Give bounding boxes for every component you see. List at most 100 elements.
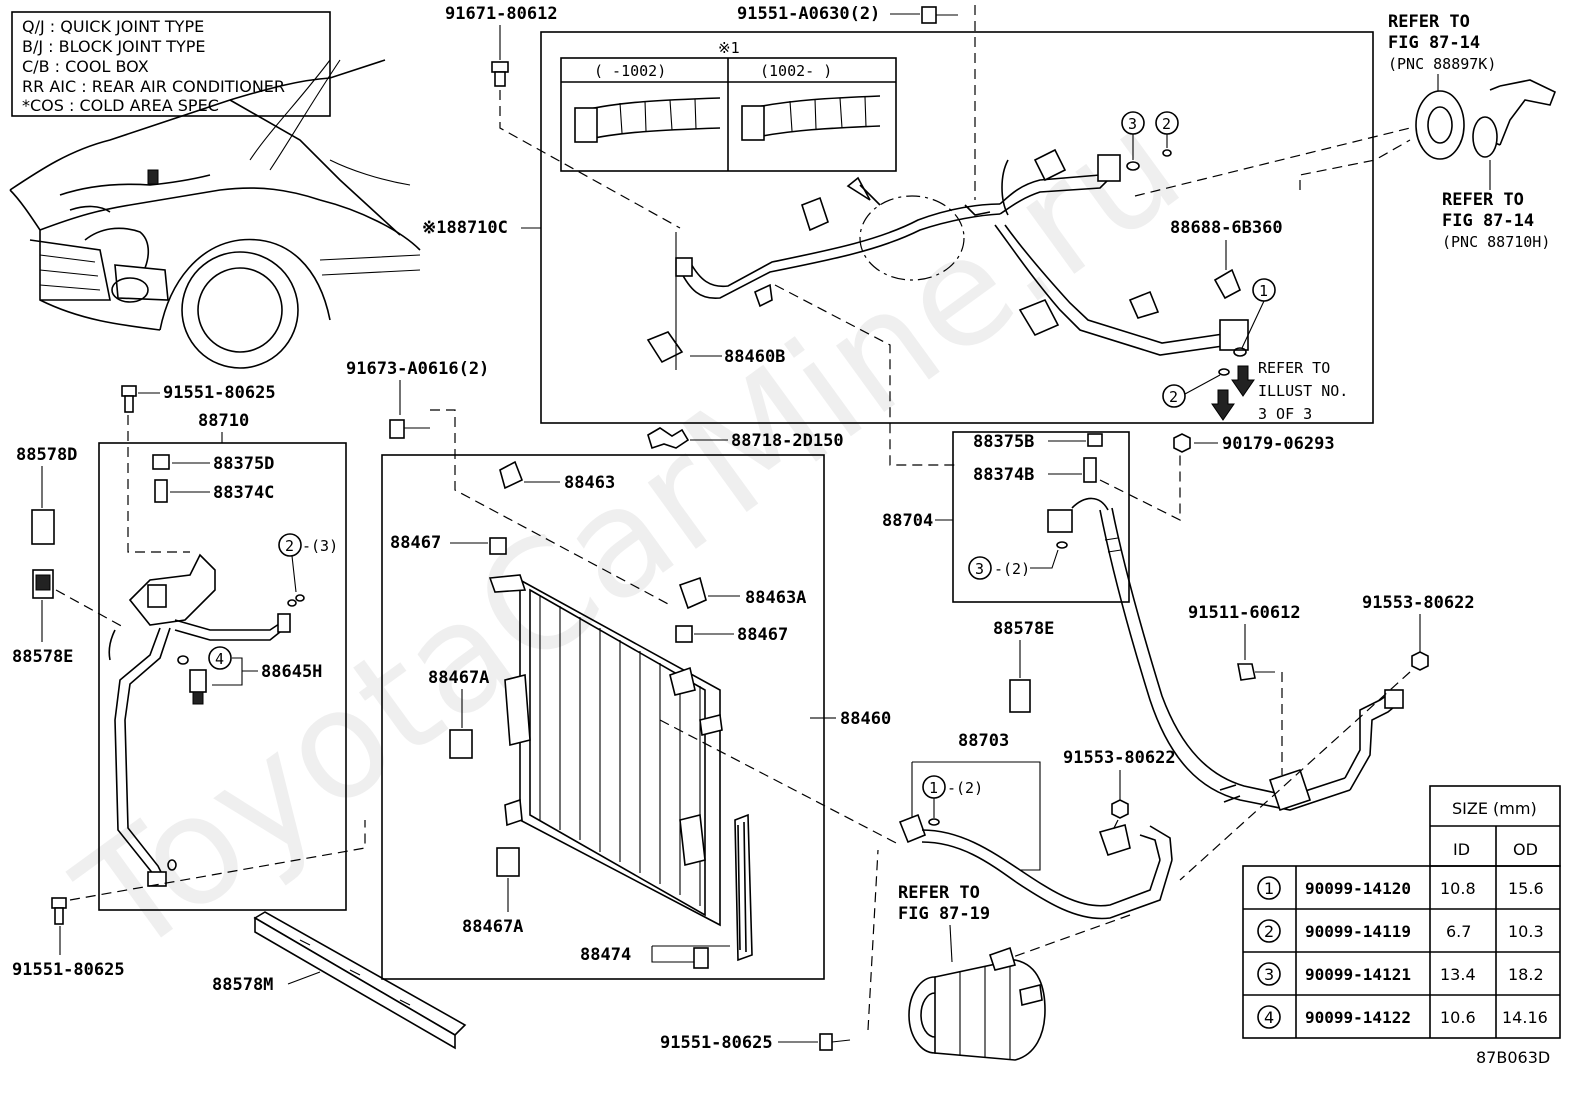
refer-1-pnc: (PNC 88897K) bbox=[1388, 55, 1496, 73]
abbreviation-legend: Q/J : QUICK JOINT TYPE B/J : BLOCK JOINT… bbox=[11, 11, 331, 117]
part-91673-A0616: 91673-A0616(2) bbox=[346, 359, 489, 379]
refer-1-title: REFER TO bbox=[1388, 12, 1470, 32]
refer-2-fig: FIG 87-14 bbox=[1442, 211, 1534, 231]
table-row-part: 90099-14119 bbox=[1305, 922, 1411, 941]
nut-90179-06293: 90179-06293 bbox=[1173, 433, 1335, 454]
clips-left: 88578D 88578E 91551-80625 bbox=[12, 445, 366, 980]
vehicle-sketch bbox=[9, 59, 421, 369]
bolt-91551-80625-bottom: 91551-80625 bbox=[660, 849, 879, 1053]
suction-tube-group-box: 91551-80625 88710 88375D 88374C 2 -(3) bbox=[98, 383, 347, 911]
part-88578D: 88578D bbox=[16, 445, 77, 465]
part-88460: 88460 bbox=[840, 709, 891, 729]
refer-4-title: REFER TO bbox=[898, 883, 980, 903]
table-row-od: 14.16 bbox=[1502, 1008, 1548, 1027]
callout-4: 4 bbox=[215, 650, 224, 668]
part-88374B: 88374B bbox=[973, 465, 1034, 485]
table-row-od: 15.6 bbox=[1508, 879, 1544, 898]
discharge-hose-88704-box: 88375B 88374B 88704 3 -(2) bbox=[774, 284, 1181, 603]
table-row: 2 90099-14119 6.7 10.3 bbox=[1257, 919, 1544, 943]
refer-illust-line-3: 3 OF 3 bbox=[1258, 405, 1312, 423]
part-88578E-left: 88578E bbox=[12, 647, 73, 667]
callout-2-qty: -(3) bbox=[302, 537, 338, 555]
legend-line-4: RR AIC : REAR AIR CONDITIONER bbox=[22, 77, 285, 96]
condenser-group-box: 91673-A0616(2) 88718-2D150 88463 88467 8… bbox=[346, 359, 901, 980]
callout-2-top: 2 bbox=[1162, 115, 1171, 133]
part-88704: 88704 bbox=[882, 511, 933, 531]
bolt-91511-60612: 91511-60612 bbox=[1188, 603, 1301, 775]
part-88460B: 88460B bbox=[724, 347, 785, 367]
part-91551-80625-top: 91551-80625 bbox=[163, 383, 276, 403]
clip-88578E-right: 88578E bbox=[993, 619, 1054, 713]
refer-fig-87-14-top: REFER TO FIG 87-14 (PNC 88897K) REFER TO… bbox=[1134, 12, 1557, 251]
part-90179-06293: 90179-06293 bbox=[1222, 434, 1335, 454]
table-row-id: 6.7 bbox=[1446, 922, 1471, 941]
legend-line-5: *COS : COLD AREA SPEC bbox=[22, 96, 219, 115]
table-row: 4 90099-14122 10.6 14.16 bbox=[1257, 1005, 1548, 1029]
part-91551-80625-bottom-left: 91551-80625 bbox=[12, 960, 125, 980]
table-col-od: OD bbox=[1513, 840, 1538, 859]
bolt-91671-80612: 91671-80612 bbox=[445, 4, 681, 229]
table-row-id: 10.8 bbox=[1440, 879, 1476, 898]
callout-3-top: 3 bbox=[1128, 115, 1137, 133]
hose-88703-group: 88703 1 -(2) 91553-80622 bbox=[898, 731, 1176, 959]
refer-2-title: REFER TO bbox=[1442, 190, 1524, 210]
variant-right-label: (1002- ) bbox=[760, 62, 832, 80]
refer-4-fig: FIG 87-19 bbox=[898, 904, 990, 924]
part-88688-6B360: 88688-6B360 bbox=[1170, 218, 1283, 238]
refer-illust-line-1: REFER TO bbox=[1258, 359, 1330, 377]
table-row-no: 3 bbox=[1264, 965, 1274, 984]
part-91671-80612: 91671-80612 bbox=[445, 4, 558, 24]
legend-line-2: B/J : BLOCK JOINT TYPE bbox=[22, 37, 205, 56]
table-row-id: 10.6 bbox=[1440, 1008, 1476, 1027]
table-col-id: ID bbox=[1453, 840, 1470, 859]
part-91553-80622-mid: 91553-80622 bbox=[1063, 748, 1176, 768]
table-row: 3 90099-14121 13.4 18.2 bbox=[1257, 962, 1544, 986]
table-row-part: 90099-14121 bbox=[1305, 965, 1411, 984]
callout-2-lower: 2 bbox=[1169, 388, 1178, 406]
part-88467-right: 88467 bbox=[737, 625, 788, 645]
discharge-hose-group-box: ※1 ( -1002) (1002- ) bbox=[422, 31, 1374, 424]
o-ring-size-table: SIZE (mm) ID OD 1 90099-14120 10.8 15.6 … bbox=[1242, 785, 1561, 1067]
part-88718-2D150: 88718-2D150 bbox=[731, 431, 844, 451]
callout-1-qty: -(2) bbox=[947, 779, 983, 797]
nut-91553-80622-right: 91553-80622 bbox=[1179, 593, 1475, 881]
part-88645H: 88645H bbox=[261, 662, 322, 682]
part-91511-60612: 91511-60612 bbox=[1188, 603, 1301, 623]
part-88474: 88474 bbox=[580, 945, 631, 965]
part-88578E-right: 88578E bbox=[993, 619, 1054, 639]
part-88710: 88710 bbox=[198, 411, 249, 431]
part-91553-80622-right: 91553-80622 bbox=[1362, 593, 1475, 613]
part-88467-top: 88467 bbox=[390, 533, 441, 553]
callout-2-left: 2 bbox=[285, 537, 294, 555]
part-88463: 88463 bbox=[564, 473, 615, 493]
part-88375B: 88375B bbox=[973, 432, 1034, 452]
callout-3-qty: -(2) bbox=[994, 560, 1030, 578]
callout-3-lower: 3 bbox=[975, 560, 984, 578]
legend-line-1: Q/J : QUICK JOINT TYPE bbox=[22, 17, 204, 36]
table-row-od: 18.2 bbox=[1508, 965, 1544, 984]
refer-illust-line-2: ILLUST NO. bbox=[1258, 382, 1348, 400]
part-88703: 88703 bbox=[958, 731, 1009, 751]
part-88710C: ※188710C bbox=[422, 218, 508, 238]
compressor: REFER TO FIG 87-19 bbox=[898, 883, 1046, 1061]
long-hose bbox=[1099, 507, 1404, 812]
table-row-no: 2 bbox=[1264, 922, 1274, 941]
refer-1-fig: FIG 87-14 bbox=[1388, 33, 1480, 53]
table-row-id: 13.4 bbox=[1440, 965, 1476, 984]
part-88578M: 88578M bbox=[212, 975, 273, 995]
part-88467A-bottom: 88467A bbox=[462, 917, 523, 937]
table-title: SIZE (mm) bbox=[1452, 799, 1537, 818]
part-88374C: 88374C bbox=[213, 483, 274, 503]
table-row-od: 10.3 bbox=[1508, 922, 1544, 941]
refer-2-pnc: (PNC 88710H) bbox=[1442, 233, 1550, 251]
table-row-no: 1 bbox=[1264, 879, 1274, 898]
variant-mark: ※1 bbox=[718, 39, 740, 57]
bolt-91551-A0630: 91551-A0630(2) bbox=[737, 4, 976, 200]
table-row: 1 90099-14120 10.8 15.6 bbox=[1257, 876, 1544, 900]
variant-left-label: ( -1002) bbox=[594, 62, 666, 80]
callout-1-top: 1 bbox=[1259, 282, 1268, 300]
table-row-part: 90099-14122 bbox=[1305, 1008, 1411, 1027]
figure-code: 87B063D bbox=[1476, 1048, 1550, 1067]
callout-1-lower: 1 bbox=[929, 779, 938, 797]
part-91551-80625-bottom: 91551-80625 bbox=[660, 1033, 773, 1053]
